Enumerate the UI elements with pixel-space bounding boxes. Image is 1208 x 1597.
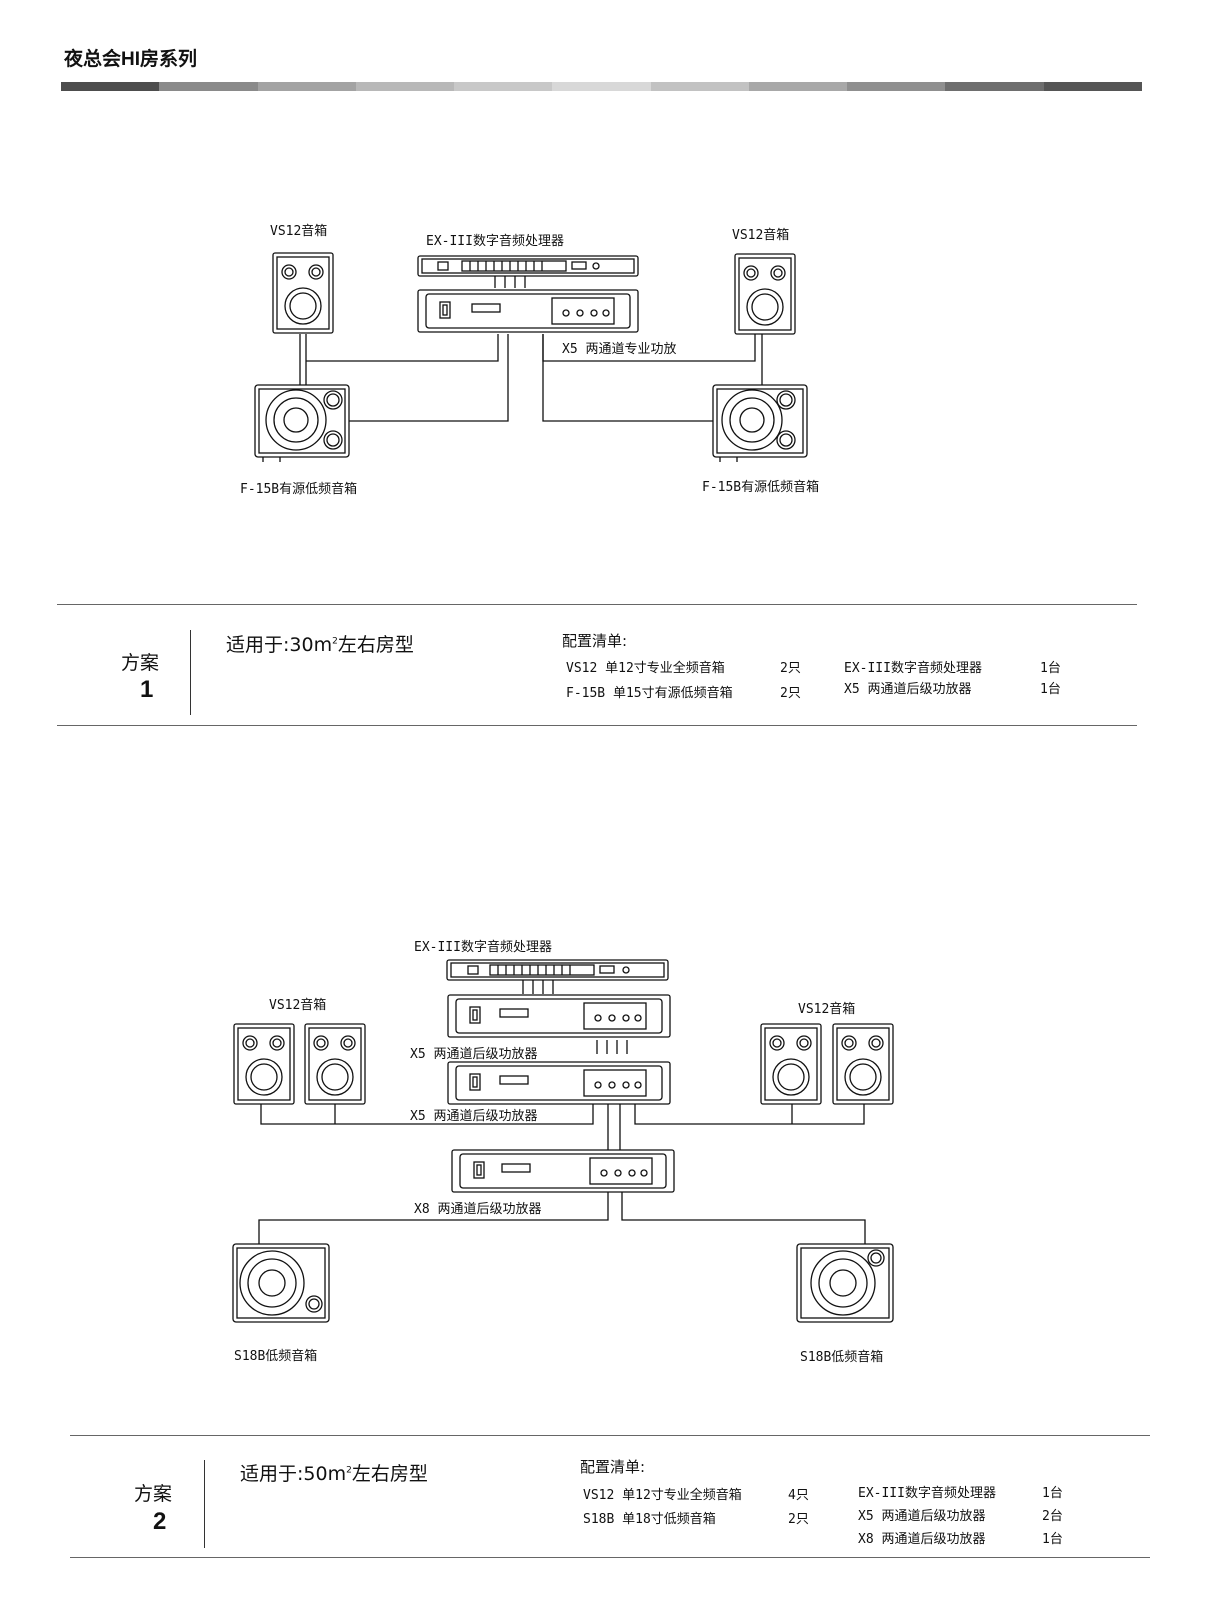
plan2-config-qty: 2只 [788, 1512, 809, 1527]
plan1-config-item: F-15B 单15寸有源低频音箱 [566, 686, 733, 701]
amplifier-device-icon [447, 994, 671, 1038]
plan1-config-item: X5 两通道后级功放器 [844, 682, 972, 697]
amplifier-device-icon [447, 1061, 671, 1105]
plan1-suitable: 适用于:30m2左右房型 [226, 634, 414, 656]
header-bar-segment [257, 82, 356, 91]
plan1-config-qty: 2只 [780, 661, 801, 676]
plan2-suitable: 适用于:50m2左右房型 [240, 1463, 428, 1485]
plan2-config-item: EX-III数字音频处理器 [858, 1486, 996, 1501]
vs12-speaker-icon [233, 1023, 295, 1105]
plan1-config-qty: 2只 [780, 686, 801, 701]
label-vs12-left: VS12音箱 [270, 224, 328, 239]
header-bar-segment [650, 82, 749, 91]
plan1-bottom-rule [57, 725, 1137, 726]
label-sub-left: F-15B有源低频音箱 [240, 482, 358, 497]
plan2-number: 2 [153, 1508, 167, 1535]
plan2-diagram [232, 959, 894, 1323]
plan1-config-item: EX-III数字音频处理器 [844, 661, 982, 676]
amplifier-device-icon [451, 1149, 675, 1193]
s18b-subwoofer-icon [232, 1243, 330, 1323]
plan2-divider [204, 1460, 205, 1548]
plan2-config-item: X8 两通道后级功放器 [858, 1532, 986, 1547]
label-sub-left: S18B低频音箱 [234, 1349, 318, 1364]
vs12-speaker-icon [760, 1023, 822, 1105]
label-sub-right: F-15B有源低频音箱 [702, 480, 820, 495]
plan1-word: 方案 [121, 652, 160, 674]
header-bar-segment [454, 82, 553, 91]
plan1-config-title: 配置清单: [562, 632, 628, 650]
plan1-config-item: VS12 单12寸专业全频音箱 [566, 661, 725, 676]
vs12-speaker-icon [734, 253, 796, 335]
plan2-config-item: VS12 单12寸专业全频音箱 [583, 1488, 742, 1503]
plan2-config-qty: 1台 [1042, 1486, 1063, 1501]
label-vs12-left: VS12音箱 [269, 998, 327, 1013]
header-bar-segment [552, 82, 651, 91]
processor-device-icon [417, 255, 639, 277]
plan2-config-qty: 2台 [1042, 1509, 1063, 1524]
plan2-config-qty: 4只 [788, 1488, 809, 1503]
label-amp3: X8 两通道后级功放器 [414, 1202, 542, 1217]
vs12-speaker-icon [272, 252, 334, 334]
f15b-subwoofer-icon [712, 384, 808, 462]
label-vs12-right: VS12音箱 [798, 1002, 856, 1017]
plan1-config-qty: 1台 [1040, 682, 1061, 697]
header-bar-segment [1043, 82, 1142, 91]
amplifier-device-icon [417, 289, 639, 333]
label-sub-right: S18B低频音箱 [800, 1350, 884, 1365]
label-amplifier: X5 两通道专业功放 [562, 342, 677, 357]
plan2-config-item: S18B 单18寸低频音箱 [583, 1512, 716, 1527]
header-bar-segment [945, 82, 1044, 91]
header-bar-segment [159, 82, 258, 91]
plan1-diagram [254, 252, 808, 462]
plan2-config-qty: 1台 [1042, 1532, 1063, 1547]
processor-device-icon [446, 959, 669, 981]
header-bar-segment [61, 82, 160, 91]
page-title: 夜总会HI房系列 [64, 49, 198, 70]
f15b-subwoofer-icon [254, 384, 350, 462]
plan1-config-qty: 1台 [1040, 661, 1061, 676]
header-bar-segment [847, 82, 946, 91]
header-bar-segment [355, 82, 455, 91]
plan2-wiring [258, 1104, 866, 1244]
plan2-word: 方案 [134, 1483, 173, 1505]
s18b-subwoofer-icon [796, 1243, 894, 1323]
vs12-speaker-icon [832, 1023, 894, 1105]
label-amp1: X5 两通道后级功放器 [410, 1047, 538, 1062]
plan1-number: 1 [140, 676, 154, 703]
header-color-bar [61, 82, 1142, 91]
plan1-divider [190, 630, 191, 715]
plan1-wiring [299, 334, 763, 422]
plan2-top-rule [70, 1435, 1150, 1436]
plan2-config-item: X5 两通道后级功放器 [858, 1509, 986, 1524]
vs12-speaker-icon [304, 1023, 366, 1105]
label-vs12-right: VS12音箱 [732, 228, 790, 243]
label-processor: EX-III数字音频处理器 [414, 940, 552, 955]
header-bar-segment [748, 82, 848, 91]
plan2-config-title: 配置清单: [580, 1458, 646, 1476]
plan1-top-rule [57, 604, 1137, 605]
label-processor: EX-III数字音频处理器 [426, 234, 564, 249]
label-amp2: X5 两通道后级功放器 [410, 1109, 538, 1124]
plan2-bottom-rule [70, 1557, 1150, 1558]
